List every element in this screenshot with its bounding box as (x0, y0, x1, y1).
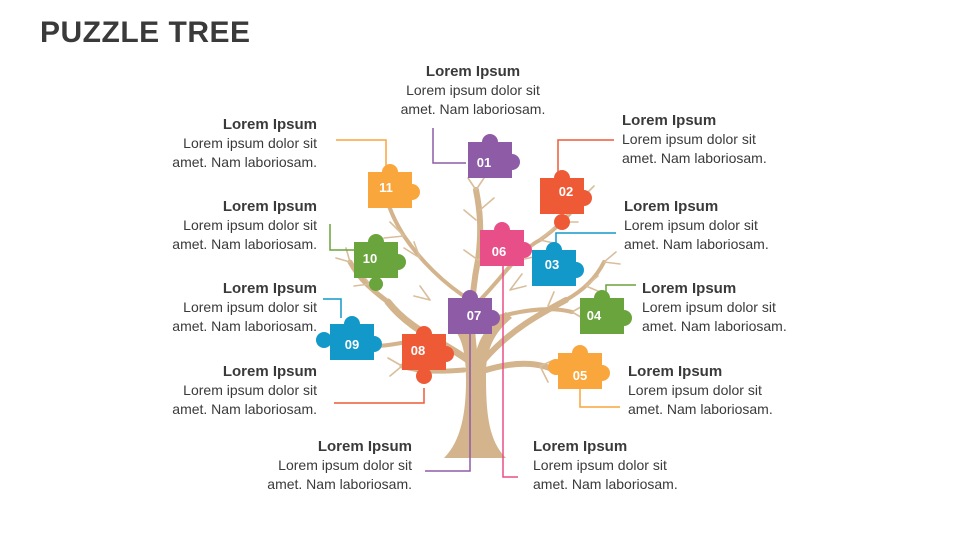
label-heading: Lorem Ipsum (628, 363, 723, 380)
page-title: PUZZLE TREE (40, 16, 251, 49)
label-heading: Lorem Ipsum (222, 280, 317, 297)
label-heading: Lorem Ipsum (642, 280, 737, 297)
label-04: Lorem Ipsum Lorem ipsum dolor sit amet. … (642, 279, 842, 336)
label-07: Lorem Ipsum Lorem ipsum dolor sit amet. … (212, 437, 412, 494)
label-heading: Lorem Ipsum (222, 363, 317, 380)
label-text-line: Lorem ipsum dolor sit (642, 299, 776, 315)
label-text-line: Lorem ipsum dolor sit (183, 299, 317, 315)
puzzle-piece-02: 02 (540, 170, 592, 230)
label-text-line: Lorem ipsum dolor sit (278, 457, 412, 473)
label-heading: Lorem Ipsum (222, 116, 317, 133)
svg-text:08: 08 (411, 343, 425, 358)
svg-text:07: 07 (467, 308, 481, 323)
tree-trunk (444, 312, 512, 458)
connector-lines (323, 128, 636, 478)
label-text-line: amet. Nam laboriosam. (172, 236, 317, 252)
label-heading: Lorem Ipsum (624, 198, 719, 215)
puzzle-piece-05: 05 (548, 345, 610, 389)
svg-text:05: 05 (573, 368, 587, 383)
label-heading: Lorem Ipsum (425, 63, 521, 80)
puzzle-piece-01: 01 (468, 134, 520, 178)
svg-text:03: 03 (545, 257, 559, 272)
label-02: Lorem Ipsum Lorem ipsum dolor sit amet. … (622, 111, 822, 168)
label-text-line: amet. Nam laboriosam. (172, 401, 317, 417)
puzzle-piece-03: 03 (532, 242, 584, 286)
label-11: Lorem Ipsum Lorem ipsum dolor sit amet. … (117, 115, 317, 172)
svg-text:01: 01 (477, 155, 491, 170)
label-text-line: amet. Nam laboriosam. (622, 150, 767, 166)
label-06: Lorem Ipsum Lorem ipsum dolor sit amet. … (533, 437, 733, 494)
label-text-line: amet. Nam laboriosam. (172, 154, 317, 170)
label-text-line: amet. Nam laboriosam. (642, 318, 787, 334)
svg-text:04: 04 (587, 308, 602, 323)
label-10: Lorem Ipsum Lorem ipsum dolor sit amet. … (117, 197, 317, 254)
label-text-line: Lorem ipsum dolor sit (183, 382, 317, 398)
label-09: Lorem Ipsum Lorem ipsum dolor sit amet. … (117, 279, 317, 336)
label-text-line: Lorem ipsum dolor sit (183, 135, 317, 151)
label-text-line: Lorem ipsum dolor sit (183, 217, 317, 233)
label-text-line: Lorem ipsum dolor sit (406, 82, 540, 98)
svg-text:02: 02 (559, 184, 573, 199)
puzzle-piece-09: 09 (316, 316, 382, 360)
label-text-line: amet. Nam laboriosam. (533, 476, 678, 492)
svg-text:11: 11 (379, 180, 393, 195)
label-text-line: amet. Nam laboriosam. (267, 476, 412, 492)
label-05: Lorem Ipsum Lorem ipsum dolor sit amet. … (628, 362, 828, 419)
label-heading: Lorem Ipsum (533, 438, 628, 455)
label-text-line: amet. Nam laboriosam. (172, 318, 317, 334)
label-text-line: Lorem ipsum dolor sit (533, 457, 667, 473)
label-text-line: amet. Nam laboriosam. (400, 101, 546, 117)
label-heading: Lorem Ipsum (622, 112, 717, 129)
svg-text:06: 06 (492, 244, 506, 259)
label-01: Lorem Ipsum Lorem ipsum dolor sit amet. … (373, 62, 573, 119)
label-text-line: Lorem ipsum dolor sit (624, 217, 758, 233)
label-heading: Lorem Ipsum (317, 438, 412, 455)
label-text-line: Lorem ipsum dolor sit (628, 382, 762, 398)
label-text-line: amet. Nam laboriosam. (628, 401, 773, 417)
svg-text:10: 10 (363, 251, 377, 266)
puzzle-piece-11: 11 (368, 164, 420, 208)
label-08: Lorem Ipsum Lorem ipsum dolor sit amet. … (117, 362, 317, 419)
puzzle-piece-10: 10 (354, 234, 406, 291)
label-heading: Lorem Ipsum (222, 198, 317, 215)
puzzle-piece-08: 08 (402, 326, 454, 384)
puzzle-piece-07: 07 (448, 290, 500, 334)
svg-text:09: 09 (345, 337, 359, 352)
label-text-line: Lorem ipsum dolor sit (622, 131, 756, 147)
label-03: Lorem Ipsum Lorem ipsum dolor sit amet. … (624, 197, 824, 254)
puzzle-piece-04: 04 (580, 290, 632, 334)
label-text-line: amet. Nam laboriosam. (624, 236, 769, 252)
puzzle-piece-06: 06 (480, 222, 532, 266)
